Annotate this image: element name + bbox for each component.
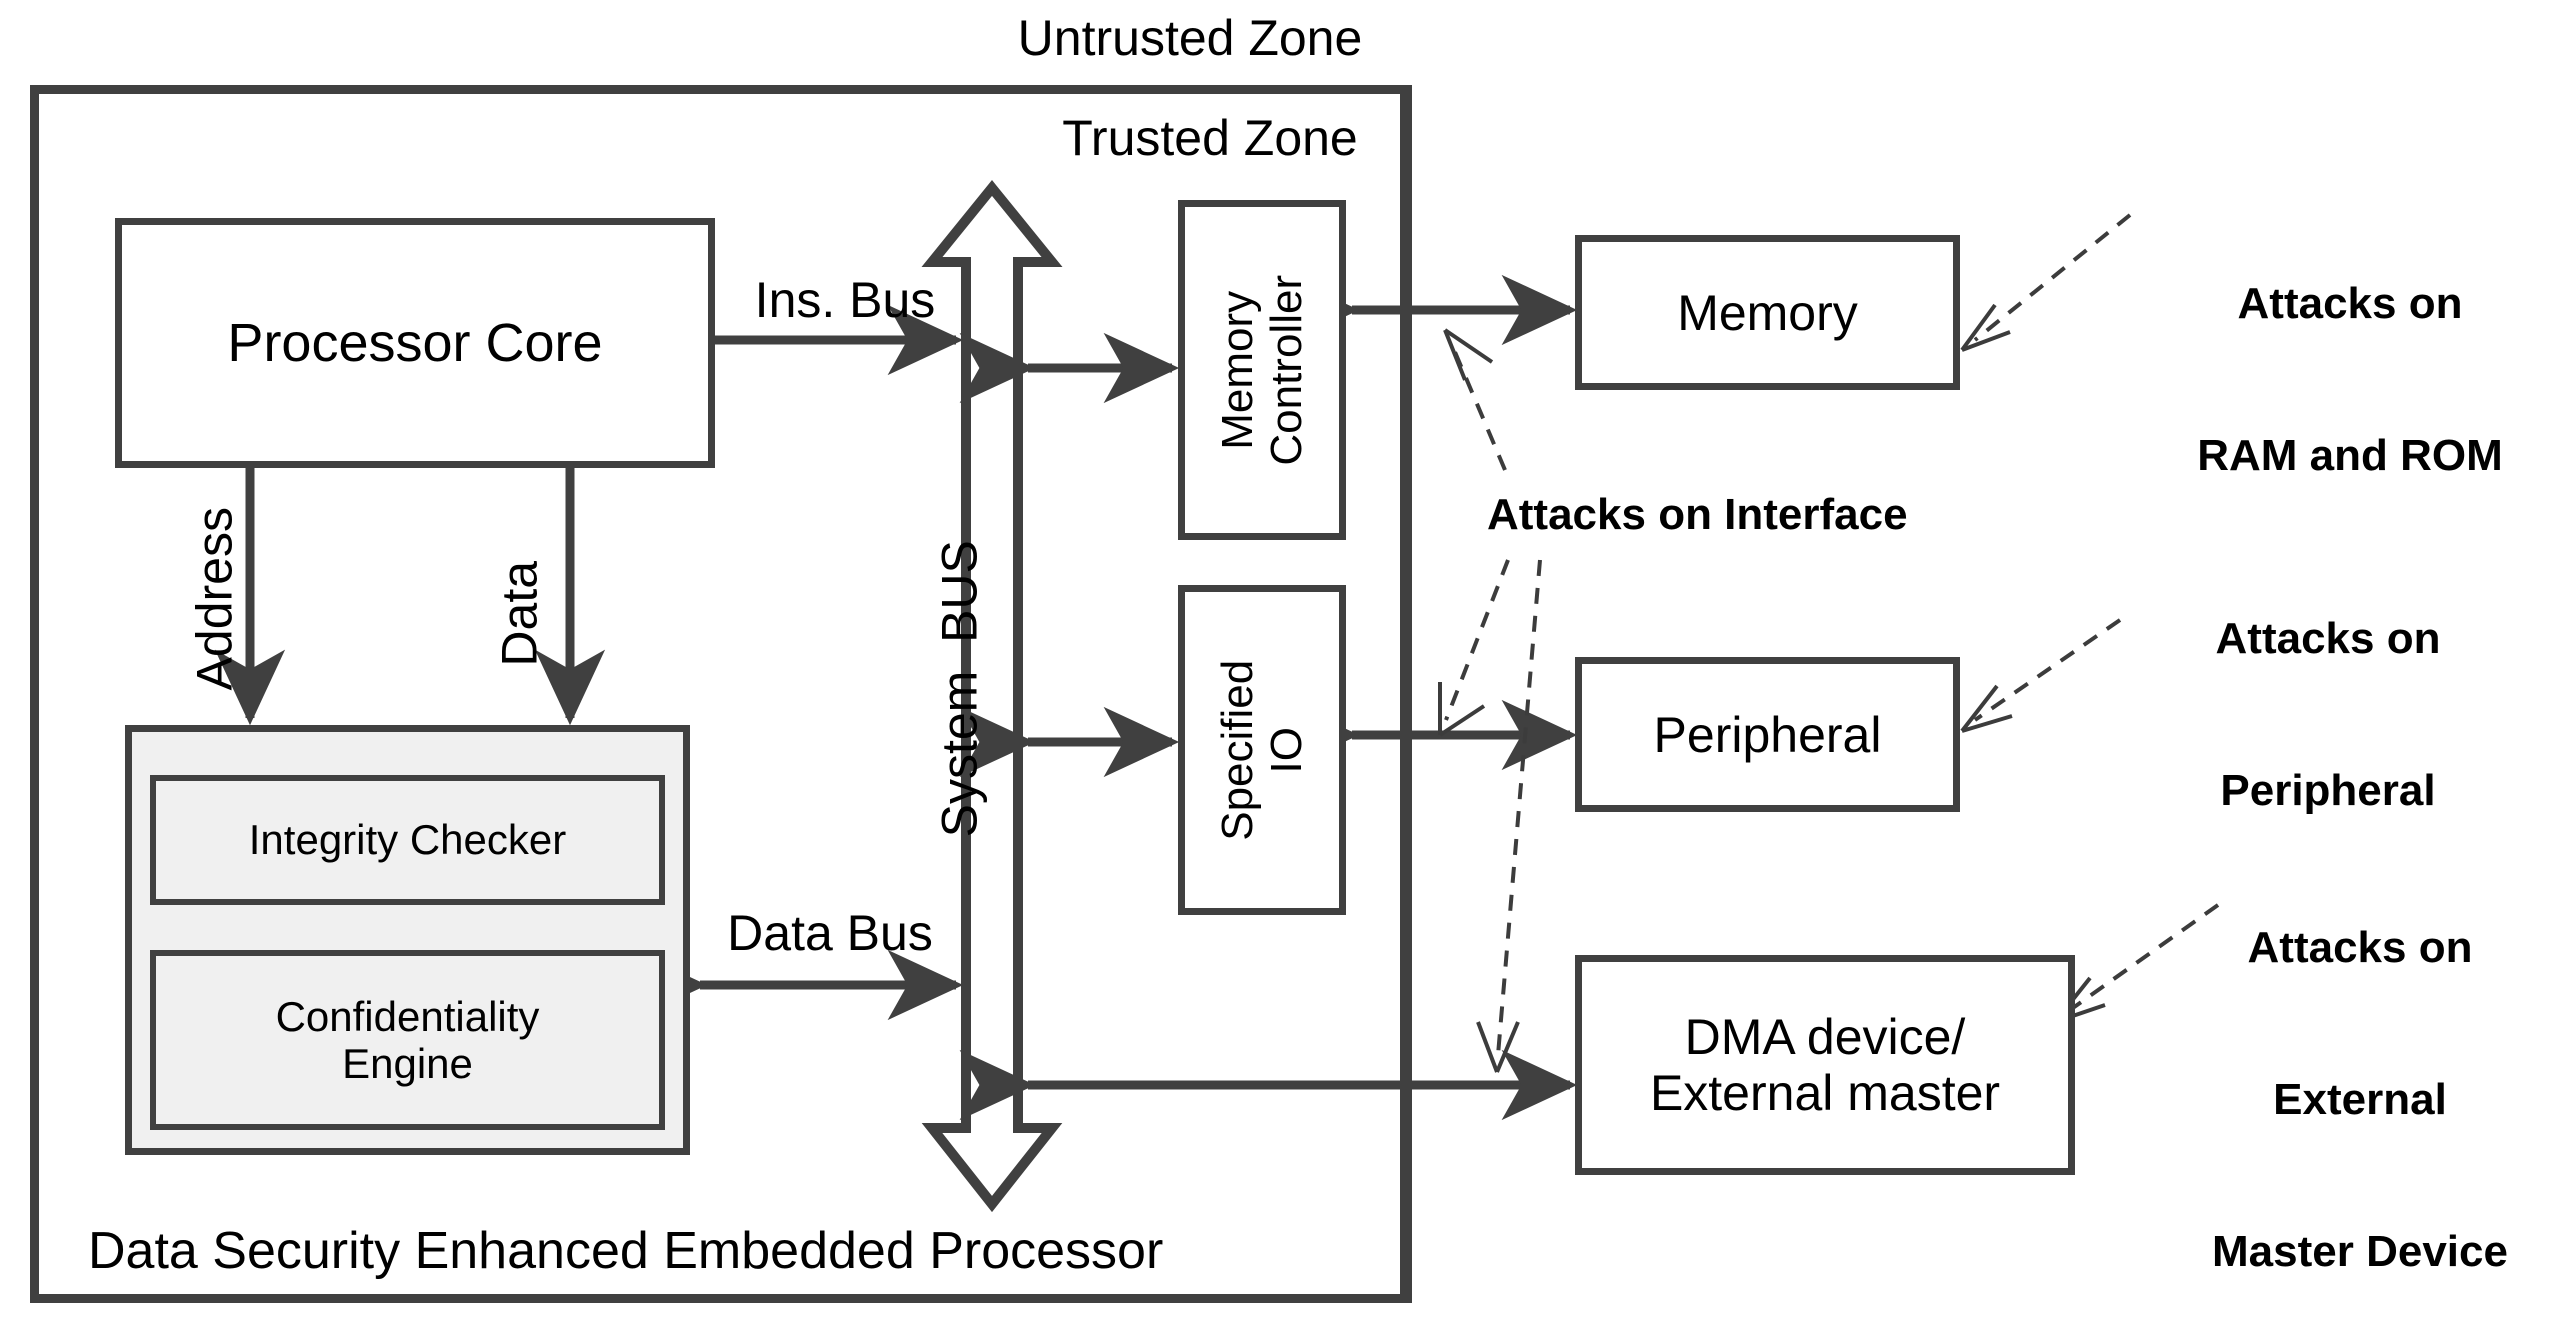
data-label: Data (491, 560, 548, 667)
confidentiality-engine-block[interactable]: Confidentiality Engine (150, 950, 665, 1130)
memory-controller-block[interactable]: Memory Controller (1178, 200, 1346, 540)
attack-external-master-label: Attacks on External Master Device (2150, 822, 2570, 1332)
specified-io-label-line1: Specified (1212, 659, 1262, 841)
attack-external-line3: Master Device (2212, 1226, 2508, 1276)
attack-interface-pointer-io (1438, 559, 1510, 737)
system-bus-label: System BUS (931, 540, 988, 838)
specified-io-label: Specified IO (1213, 659, 1312, 840)
untrusted-zone-title: Untrusted Zone (1017, 10, 1363, 66)
attack-interface-pointer-memory (1443, 328, 1507, 471)
peripheral-block[interactable]: Peripheral (1575, 657, 1960, 812)
memory-controller-label-line1: Memory (1212, 290, 1262, 450)
attack-peripheral-line2: Peripheral (2220, 765, 2436, 815)
memory-controller-label-line2: Controller (1262, 274, 1311, 466)
attack-peripheral-line1: Attacks on (2215, 614, 2441, 664)
attack-ram-rom-pointer (1960, 213, 2132, 352)
attack-interface-label: Attacks on Interface (1487, 490, 1908, 539)
processor-core-block[interactable]: Processor Core (115, 218, 715, 468)
dma-label-line2: External master (1649, 1065, 2001, 1121)
ins-bus-label: Ins. Bus (754, 272, 936, 328)
dma-label-line1: DMA device/ (1684, 1009, 1966, 1065)
processor-boundary-line (1400, 85, 1409, 1303)
attack-peripheral-label: Attacks on Peripheral (2118, 513, 2538, 918)
attack-external-line1: Attacks on (2247, 923, 2473, 973)
attack-ram-rom-line1: Attacks on (2237, 279, 2463, 329)
memory-block[interactable]: Memory (1575, 235, 1960, 390)
address-label: Address (186, 507, 243, 691)
memory-controller-label: Memory Controller (1213, 275, 1312, 466)
diagram-caption: Data Security Enhanced Embedded Processo… (88, 1222, 1164, 1280)
data-bus-label: Data Bus (727, 905, 933, 961)
attack-ram-rom-label: Attacks on RAM and ROM (2125, 178, 2574, 583)
attack-interface-pointer-dma (1476, 559, 1542, 1073)
attack-ram-rom-line2: RAM and ROM (2197, 430, 2503, 480)
confidentiality-engine-label-line1: Confidentiality (275, 992, 540, 1040)
specified-io-label-line2: IO (1262, 726, 1312, 774)
attack-peripheral-pointer (1960, 618, 2122, 733)
dma-external-master-block[interactable]: DMA device/ External master (1575, 955, 2075, 1175)
trusted-zone-title: Trusted Zone (1062, 110, 1358, 166)
specified-io-block[interactable]: Specified IO (1178, 585, 1346, 915)
integrity-checker-block[interactable]: Integrity Checker (150, 775, 665, 905)
confidentiality-engine-label-line2: Engine (342, 1040, 473, 1087)
attack-external-line2: External (2273, 1074, 2447, 1124)
system-bus-arrow (921, 180, 1063, 1213)
